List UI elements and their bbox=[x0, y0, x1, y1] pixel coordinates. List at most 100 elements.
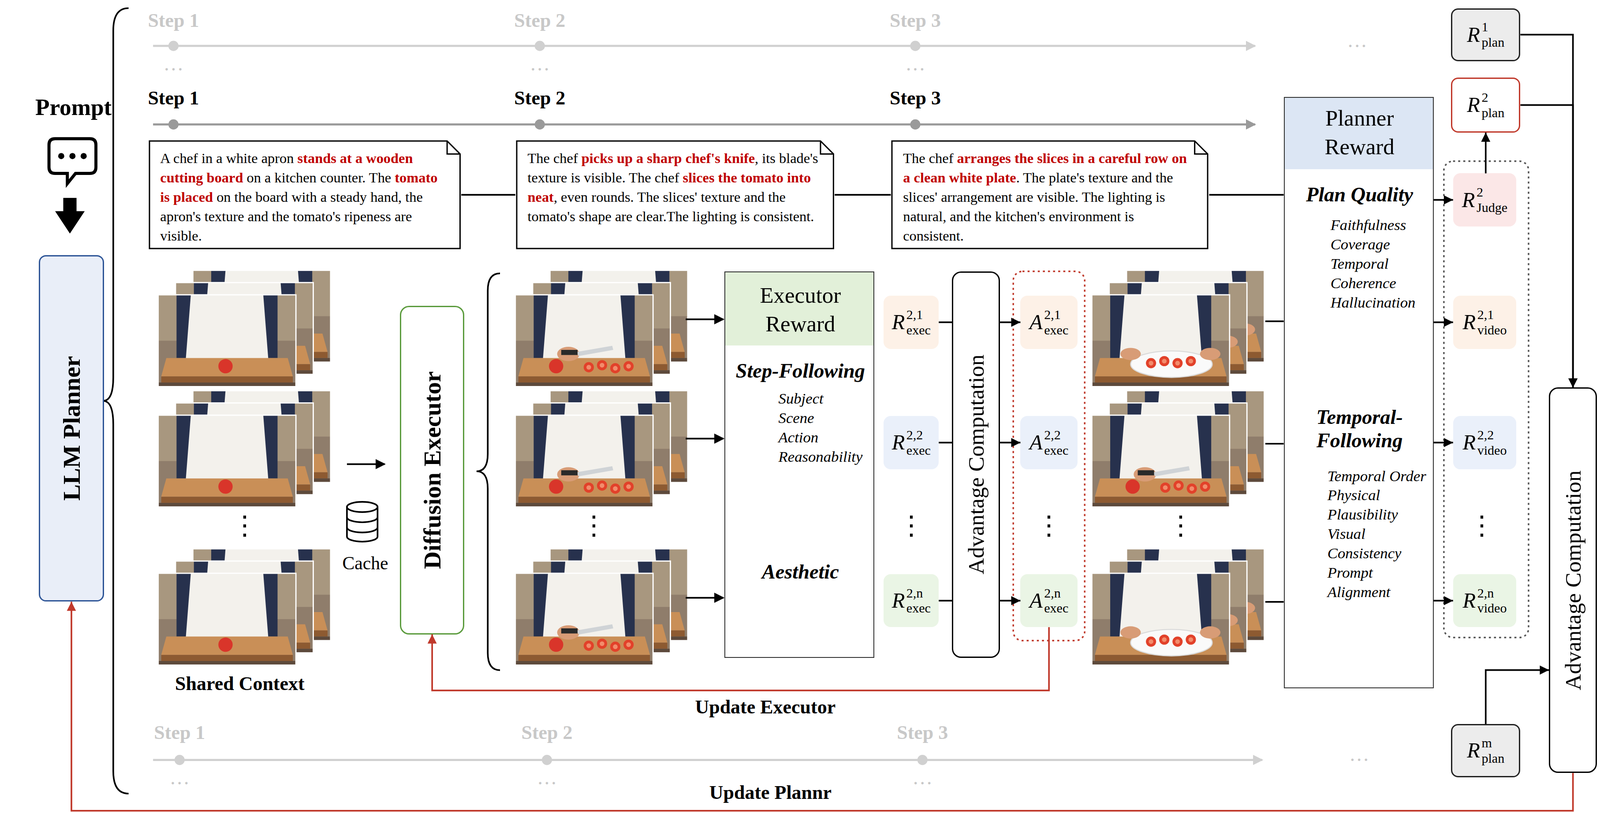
annotation-label: Step 3 bbox=[889, 86, 941, 110]
connector-line bbox=[999, 442, 1021, 444]
annotation-label: ⋮ bbox=[898, 509, 925, 541]
arrow-head bbox=[1011, 596, 1021, 606]
symbol-main: R bbox=[891, 430, 906, 456]
symbol-scripts: 2,nvideo bbox=[1477, 586, 1507, 616]
reward-symbol-box: R2,nvideo bbox=[1453, 574, 1517, 628]
superscript: 2,2 bbox=[1044, 428, 1069, 442]
symbol-main: R bbox=[1466, 92, 1481, 118]
box-label: Advantage Computation bbox=[1560, 470, 1586, 691]
callout-border bbox=[516, 141, 834, 249]
connector bbox=[938, 322, 952, 323]
annotation-label: ··· bbox=[912, 772, 933, 796]
annotation-label: ··· bbox=[529, 57, 550, 82]
subscript: exec bbox=[1044, 323, 1069, 337]
annotation-label: ··· bbox=[905, 57, 926, 82]
description-text: on a kitchen counter. The bbox=[246, 169, 392, 186]
callout-fold bbox=[1194, 141, 1208, 154]
arrow-head bbox=[1568, 378, 1578, 388]
reward-symbol-box: R2Judge bbox=[1453, 173, 1517, 227]
step-description: The chefarranges the slices in a careful… bbox=[890, 139, 1209, 250]
symbol-scripts: 2,2exec bbox=[906, 428, 931, 458]
connector bbox=[1433, 596, 1454, 606]
connector-line bbox=[1484, 132, 1487, 174]
reward-panel: Planner RewardPlan QualityFaithfulnessCo… bbox=[1283, 96, 1434, 689]
annotation-label: Step 2 bbox=[514, 86, 566, 110]
subscript: Judge bbox=[1476, 201, 1508, 215]
connector-line bbox=[999, 600, 1021, 602]
criterion-item: Faithfulness bbox=[1330, 215, 1428, 235]
connector bbox=[999, 596, 1021, 606]
symbol-scripts: 2,nexec bbox=[1044, 586, 1069, 616]
superscript: 1 bbox=[1481, 20, 1505, 34]
subscript: exec bbox=[1044, 601, 1069, 616]
symbol-scripts: 2,2video bbox=[1477, 428, 1507, 458]
box-label: Diffusion Executor bbox=[418, 371, 447, 570]
connector-line bbox=[1433, 442, 1454, 444]
annotation-label: ··· bbox=[169, 772, 190, 796]
superscript: 2,1 bbox=[906, 308, 931, 322]
subscript: video bbox=[1477, 323, 1507, 337]
arrow-head bbox=[1443, 438, 1454, 448]
annotation-label: Shared Context bbox=[175, 672, 305, 695]
process-box: Advantage Computation bbox=[951, 271, 1000, 659]
box-label: LLM Planner bbox=[57, 356, 86, 502]
symbol-scripts: 2plan bbox=[1481, 90, 1505, 120]
subscript: exec bbox=[906, 323, 931, 337]
step-description: A chef in a white apronstands at a woode… bbox=[148, 139, 462, 250]
annotation-label: Step 3 bbox=[889, 9, 941, 32]
criterion-item: Subject bbox=[778, 389, 871, 409]
arrow-head bbox=[1443, 317, 1454, 328]
description-text: A chef in a white apron bbox=[160, 150, 294, 167]
symbol-scripts: mplan bbox=[1481, 736, 1505, 766]
connector-line bbox=[999, 321, 1021, 324]
arrow-head bbox=[1443, 596, 1454, 606]
connector bbox=[834, 194, 891, 196]
subscript: exec bbox=[906, 601, 931, 616]
criterion-item: Physical Plausibility bbox=[1327, 485, 1420, 525]
reward-symbol-box: R2plan bbox=[1450, 77, 1521, 133]
process-box: Advantage Computation bbox=[1548, 387, 1597, 774]
symbol-main: R bbox=[1462, 430, 1476, 456]
process-box: LLM Planner bbox=[38, 255, 105, 603]
connector-line bbox=[71, 601, 1574, 811]
superscript: 2,n bbox=[906, 586, 931, 601]
reward-panel: Executor RewardStep-FollowingSubjectScen… bbox=[724, 271, 875, 659]
superscript: 2 bbox=[1476, 185, 1508, 199]
reward-symbol-box: Rmplan bbox=[1450, 724, 1521, 778]
subscript: video bbox=[1477, 443, 1507, 458]
criterion-item: Hallucination bbox=[1330, 293, 1431, 313]
connector-line bbox=[1209, 193, 1284, 196]
connector bbox=[1485, 665, 1549, 725]
symbol-scripts: 2,2exec bbox=[1044, 428, 1069, 458]
connector-line bbox=[1520, 34, 1573, 388]
criterion-item: Reasonability bbox=[778, 447, 875, 467]
annotation-label: ··· bbox=[163, 57, 184, 82]
reward-symbol-box: R1plan bbox=[1450, 8, 1521, 62]
annotation-label: ⋮ bbox=[580, 509, 608, 541]
symbol-main: A bbox=[1029, 588, 1043, 614]
arrow-head bbox=[1443, 195, 1454, 205]
symbol-scripts: 1plan bbox=[1481, 20, 1505, 49]
connector bbox=[1433, 317, 1454, 328]
symbol-main: A bbox=[1029, 309, 1043, 335]
connector-line bbox=[938, 442, 952, 444]
criterion-heading: Temporal-Following bbox=[1308, 405, 1411, 453]
symbol-main: R bbox=[1462, 588, 1476, 614]
annotation-label: Cache bbox=[342, 552, 389, 575]
reward-symbol-box: A2,2exec bbox=[1020, 416, 1078, 470]
video-frames bbox=[158, 270, 1265, 666]
connector-line bbox=[1485, 670, 1549, 725]
criterion-heading: Aesthetic bbox=[725, 559, 876, 585]
symbol-scripts: 2,1video bbox=[1477, 308, 1507, 337]
edge-label: Update Plannr bbox=[709, 781, 832, 805]
superscript: 2,1 bbox=[1044, 308, 1069, 322]
reward-symbol-box: R2,1exec bbox=[883, 295, 939, 349]
connector-line bbox=[938, 600, 952, 602]
symbol-main: R bbox=[1466, 22, 1481, 48]
box-label: Advantage Computation bbox=[963, 354, 989, 575]
symbol-main: R bbox=[1462, 187, 1476, 213]
symbol-main: R bbox=[891, 588, 906, 614]
connector bbox=[938, 600, 952, 602]
